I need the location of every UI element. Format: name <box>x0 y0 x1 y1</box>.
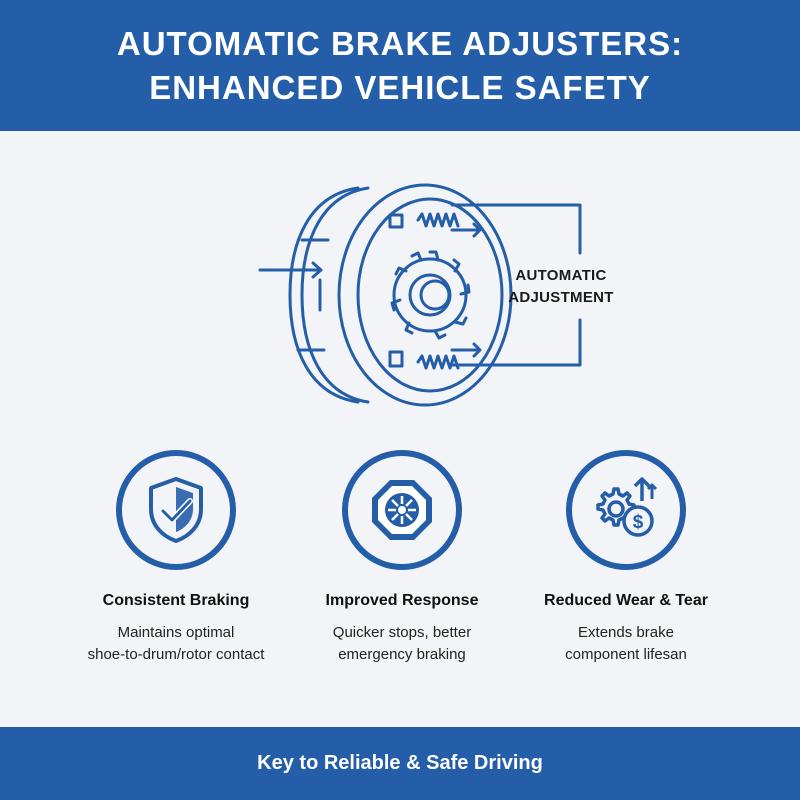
footer-banner: Key to Reliable & Safe Driving <box>0 727 800 800</box>
feature-improved-response: Improved Response Quicker stops, better … <box>282 450 522 666</box>
brake-rotor-icon <box>372 480 432 540</box>
feature-description: Maintains optimal shoe-to-drum/rotor con… <box>56 622 296 666</box>
svg-text:$: $ <box>633 512 644 533</box>
feature-desc-line-1: Extends brake <box>578 624 674 641</box>
feature-description: Quicker stops, better emergency braking <box>282 622 522 666</box>
feature-consistent-braking: Consistent Braking Maintains optimal sho… <box>56 450 296 666</box>
drum-face <box>337 183 513 407</box>
feature-icon-circle <box>342 450 462 570</box>
footer-text: Key to Reliable & Safe Driving <box>257 752 543 774</box>
brake-adjuster-diagram <box>258 183 582 407</box>
page-title-line-2: ENHANCED VEHICLE SAFETY <box>149 68 651 106</box>
hub-center <box>419 279 451 311</box>
feature-desc-line-2: shoe-to-drum/rotor contact <box>87 646 265 663</box>
feature-title: Reduced Wear & Tear <box>544 592 708 609</box>
arrow-lower <box>450 342 482 358</box>
upper-spring <box>416 212 460 228</box>
feature-reduced-wear: $ Reduced Wear & Tear Extends brake comp… <box>506 450 746 666</box>
diagram-label-line-2: ADJUSTMENT <box>508 289 614 306</box>
feature-icon-circle <box>116 450 236 570</box>
feature-desc-line-2: component lifesan <box>565 646 687 663</box>
brake-shoe-lower <box>388 350 404 368</box>
drum-rim-mid <box>300 186 370 404</box>
bracket-line <box>450 203 582 255</box>
feature-desc-line-1: Quicker stops, better <box>332 624 472 641</box>
brake-shoe-upper <box>388 213 404 229</box>
drum-rim-back <box>288 186 360 404</box>
diagram-label: AUTOMATIC ADJUSTMENT <box>496 265 626 309</box>
input-arrow <box>258 261 323 279</box>
drum-face-inner <box>356 197 504 393</box>
gear-dollar-icon: $ <box>596 477 658 537</box>
diagram-label-line-1: AUTOMATIC <box>515 267 607 284</box>
feature-desc-line-1: Maintains optimal <box>117 624 235 641</box>
shield-check-icon <box>149 477 203 543</box>
page-title-line-1: AUTOMATIC BRAKE ADJUSTERS: <box>116 24 684 62</box>
header-banner: AUTOMATIC BRAKE ADJUSTERS: ENHANCED VEHI… <box>0 0 800 131</box>
arrow-upper <box>450 222 482 238</box>
feature-title: Improved Response <box>325 592 479 609</box>
feature-title: Consistent Braking <box>102 592 250 609</box>
feature-description: Extends brake component lifesan <box>506 622 746 666</box>
feature-icon-circle: $ <box>566 450 686 570</box>
hub-outer <box>392 257 468 333</box>
adjuster-gear <box>390 250 471 340</box>
feature-desc-line-2: emergency braking <box>338 646 466 663</box>
